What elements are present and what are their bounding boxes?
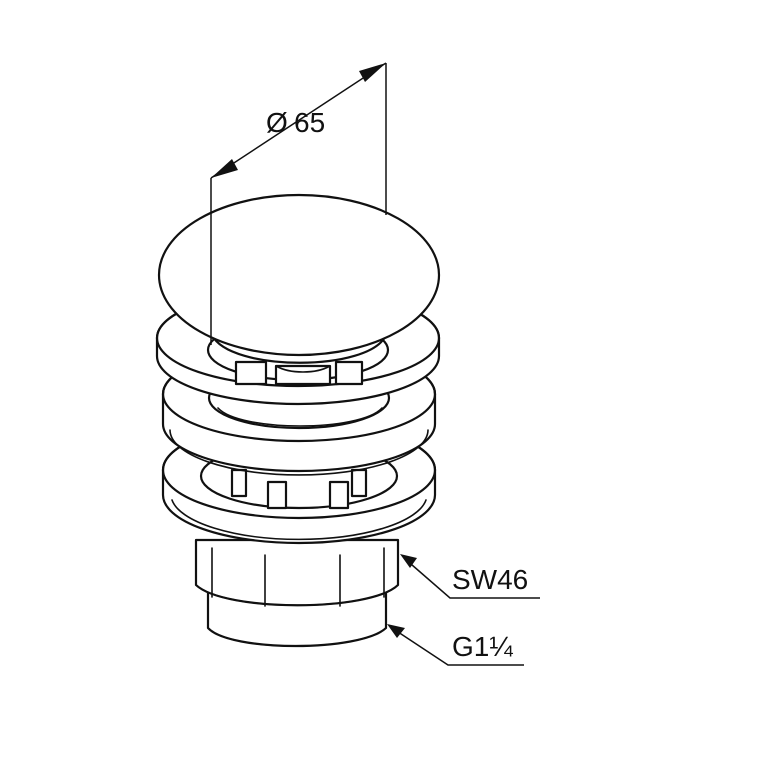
leader-arrow-thread: [387, 624, 405, 638]
arrowhead-right: [359, 63, 386, 82]
wrench-size-callout: SW46: [400, 554, 540, 599]
diameter-value: 65: [294, 107, 325, 138]
plug-cap: [157, 193, 441, 364]
thread-size-callout: G1¼: [387, 624, 524, 666]
dimension-line: [210, 62, 387, 179]
wrench-size-label: SW46: [452, 564, 528, 595]
diameter-dimension: Ø 65: [210, 62, 387, 345]
leader-arrow-sw: [400, 554, 417, 568]
arrowhead-left: [211, 159, 238, 178]
thread-size-label: G1¼: [452, 631, 513, 662]
diameter-symbol: Ø: [266, 107, 288, 138]
hex-nut: [194, 538, 400, 607]
